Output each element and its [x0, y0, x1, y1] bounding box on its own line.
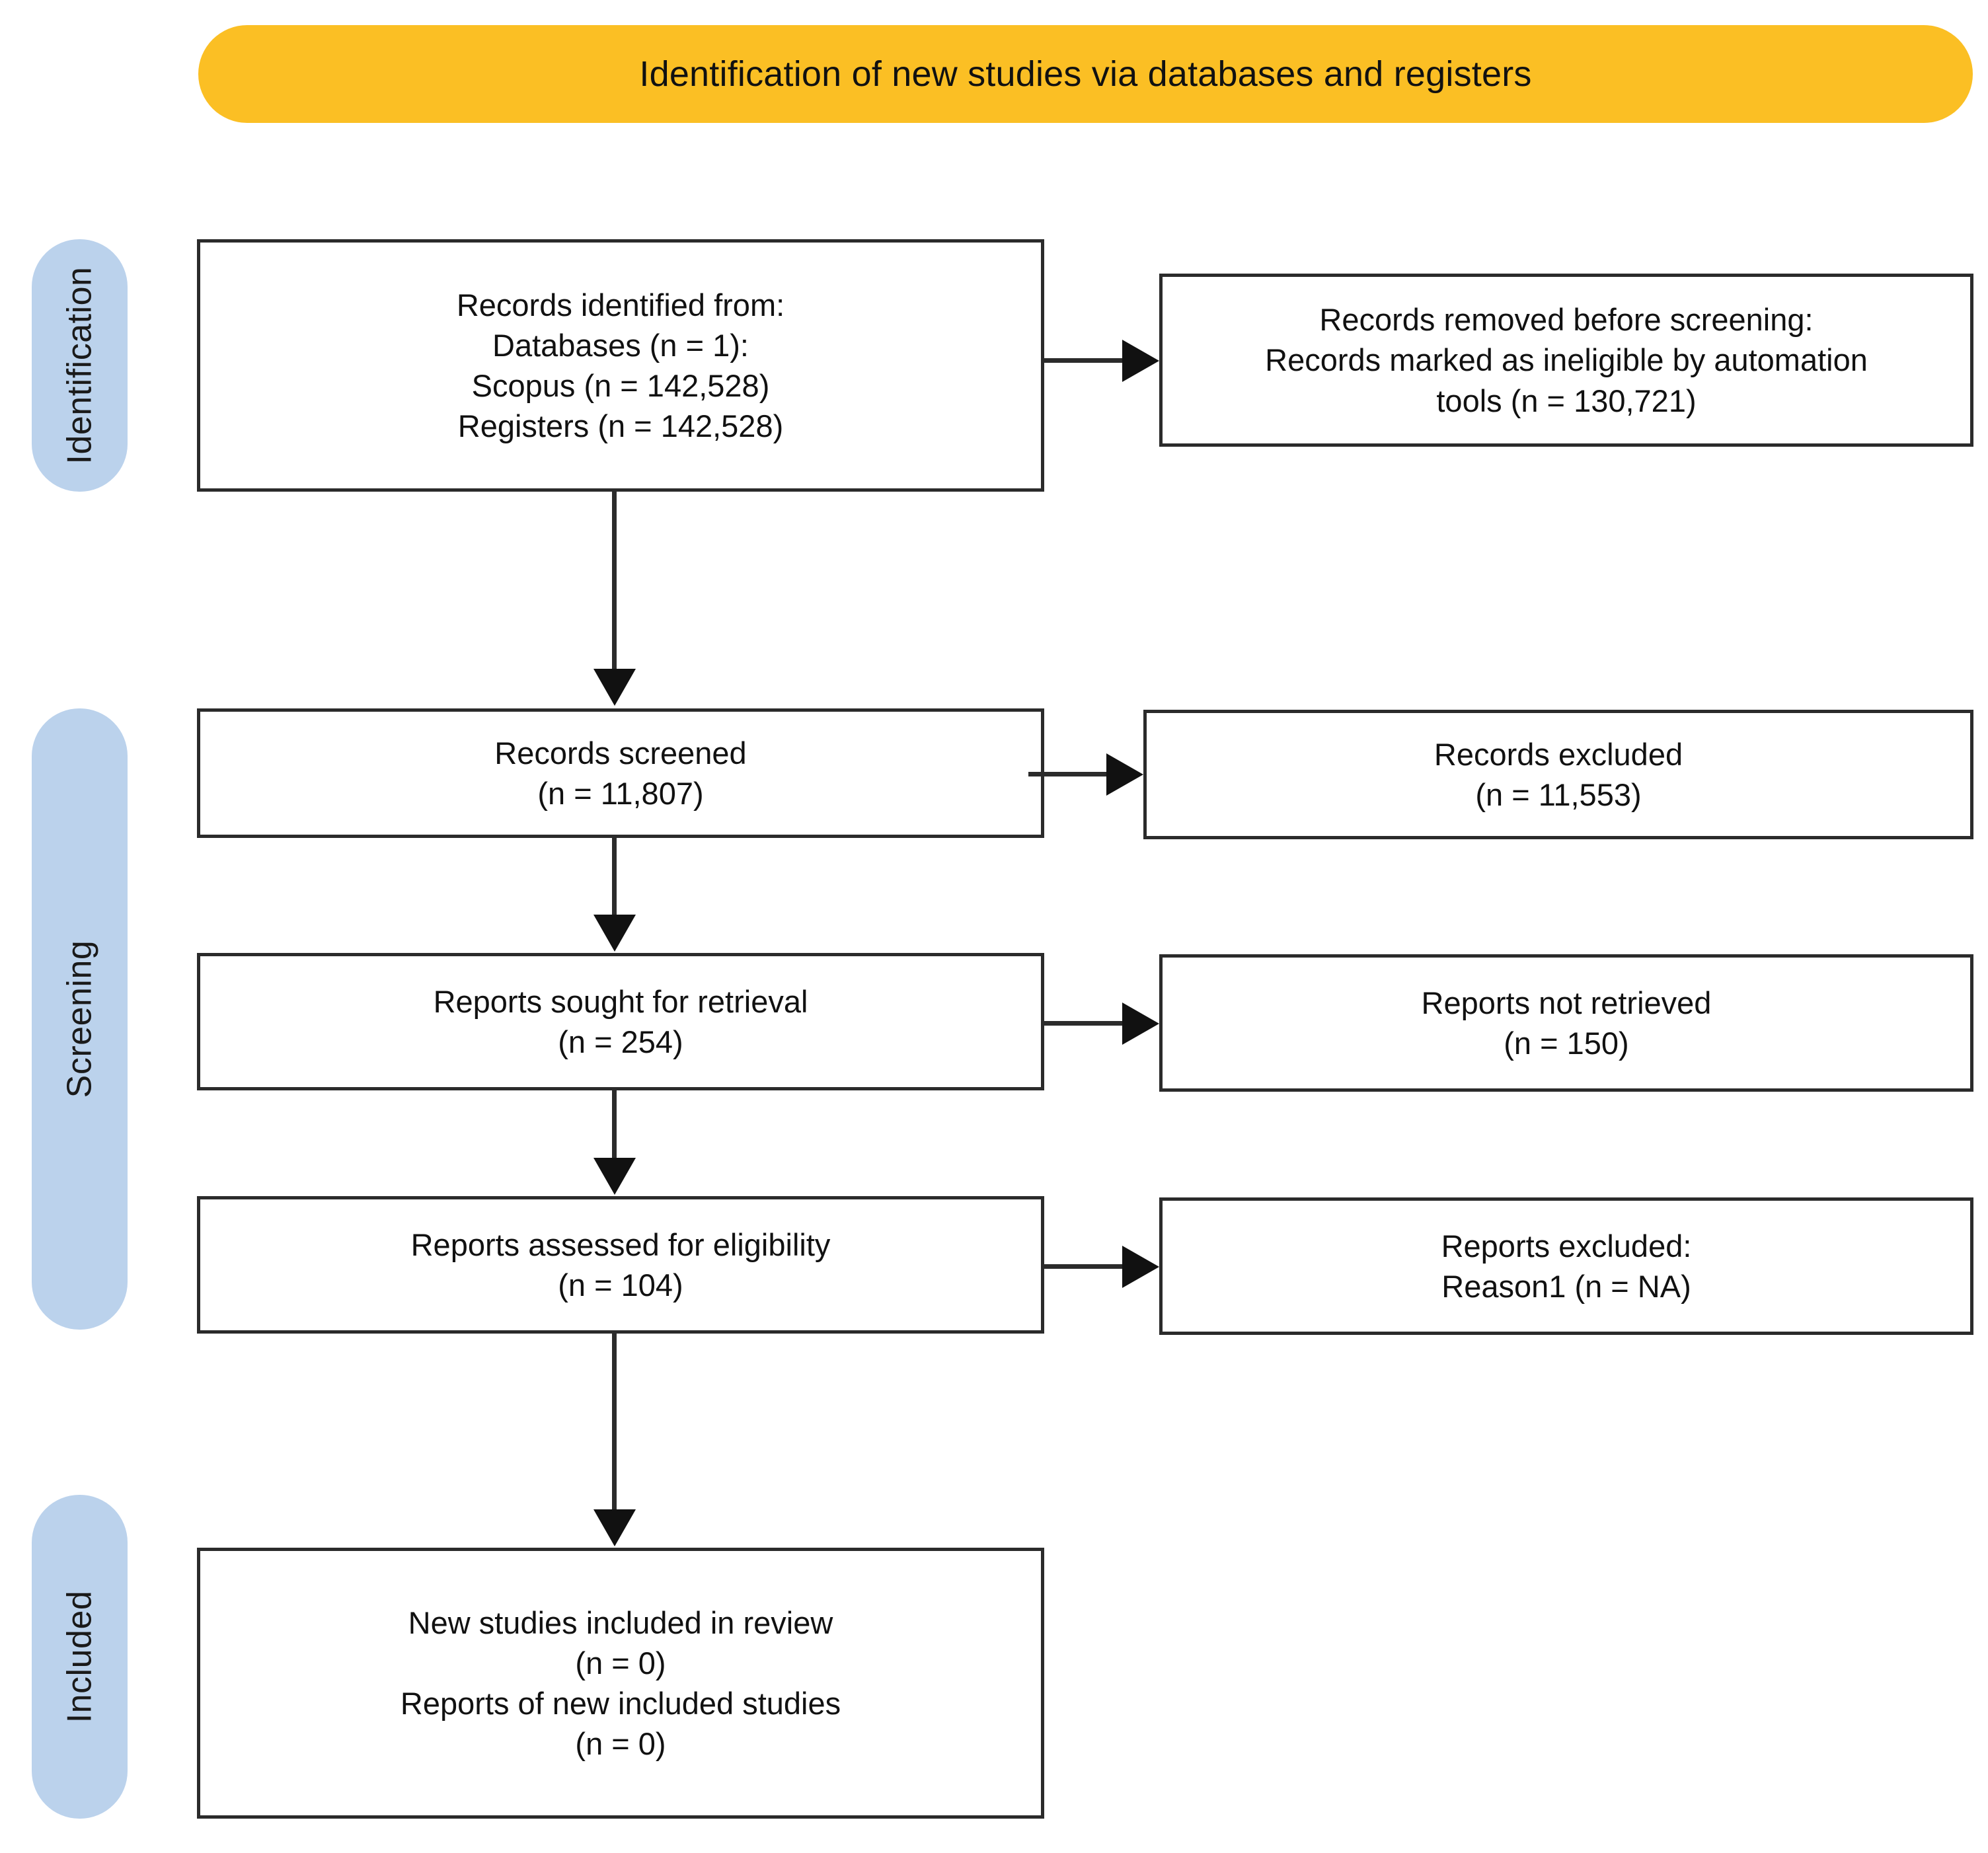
box-line: Reports sought for retrieval: [433, 983, 808, 1019]
box-reports-sought: Reports sought for retrieval (n = 254): [197, 953, 1044, 1090]
box-line: (n = 11,553): [1475, 777, 1642, 812]
box-line: Records removed before screening:: [1319, 302, 1814, 338]
box-line: (n = 254): [558, 1024, 683, 1059]
box-line: Records excluded: [1434, 736, 1683, 772]
box-reports-assessed: Reports assessed for eligibility (n = 10…: [197, 1196, 1044, 1334]
arrow-right-icon: [1122, 1246, 1159, 1288]
stage-pill-screening: Screening: [32, 708, 128, 1330]
box-line: (n = 104): [558, 1267, 683, 1303]
box-line: Reports excluded:: [1441, 1228, 1692, 1264]
box-records-screened: Records screened (n = 11,807): [197, 708, 1044, 838]
arrow-down-icon: [593, 1158, 636, 1195]
arrow-down-icon: [593, 1509, 636, 1546]
stage-pill-included: Included: [32, 1495, 128, 1819]
box-line: Records screened: [494, 735, 747, 771]
box-line: (n = 0): [575, 1726, 666, 1762]
box-reports-excluded: Reports excluded: Reason1 (n = NA): [1159, 1197, 1973, 1335]
box-line: Reason1 (n = NA): [1441, 1269, 1691, 1304]
box-line: tools (n = 130,721): [1436, 383, 1697, 418]
stage-label-included: Included: [60, 1590, 99, 1723]
connector-screened-to-excluded: [1028, 772, 1108, 776]
box-line: (n = 0): [575, 1645, 666, 1681]
box-line: Scopus (n = 142,528): [471, 368, 770, 403]
connector-sought-to-assessed: [612, 1090, 617, 1159]
box-line: (n = 150): [1504, 1026, 1629, 1061]
arrow-down-icon: [593, 669, 636, 706]
connector-assessed-to-included: [612, 1334, 617, 1511]
header-banner: Identification of new studies via databa…: [198, 25, 1973, 123]
connector-sought-to-not-retrieved: [1044, 1021, 1124, 1026]
box-records-removed: Records removed before screening: Record…: [1159, 274, 1973, 447]
box-line: Databases (n = 1):: [492, 327, 749, 363]
box-records-excluded: Records excluded (n = 11,553): [1143, 710, 1973, 839]
arrow-right-icon: [1122, 340, 1159, 382]
connector-identified-to-screened: [612, 492, 617, 670]
stage-label-screening: Screening: [60, 940, 99, 1098]
connector-screened-to-sought: [612, 838, 617, 916]
box-line: Reports assessed for eligibility: [410, 1227, 831, 1262]
box-reports-not-retrieved: Reports not retrieved (n = 150): [1159, 954, 1973, 1092]
header-title: Identification of new studies via databa…: [639, 54, 1532, 94]
box-line: (n = 11,807): [537, 776, 704, 811]
stage-pill-identification: Identification: [32, 239, 128, 492]
box-new-studies-included: New studies included in review (n = 0) R…: [197, 1548, 1044, 1819]
arrow-right-icon: [1106, 753, 1143, 796]
box-line: Records marked as ineligible by automati…: [1265, 342, 1868, 378]
arrow-right-icon: [1122, 1002, 1159, 1045]
arrow-down-icon: [593, 915, 636, 952]
connector-assessed-to-reports-excluded: [1044, 1264, 1124, 1269]
box-line: Reports not retrieved: [1421, 985, 1712, 1020]
box-line: Registers (n = 142,528): [457, 408, 784, 444]
stage-label-identification: Identification: [60, 266, 99, 465]
connector-identified-to-removed: [1044, 358, 1124, 363]
box-line: Reports of new included studies: [400, 1686, 841, 1721]
box-line: New studies included in review: [408, 1605, 833, 1640]
box-line: Records identified from:: [456, 287, 785, 322]
box-records-identified: Records identified from: Databases (n = …: [197, 239, 1044, 492]
